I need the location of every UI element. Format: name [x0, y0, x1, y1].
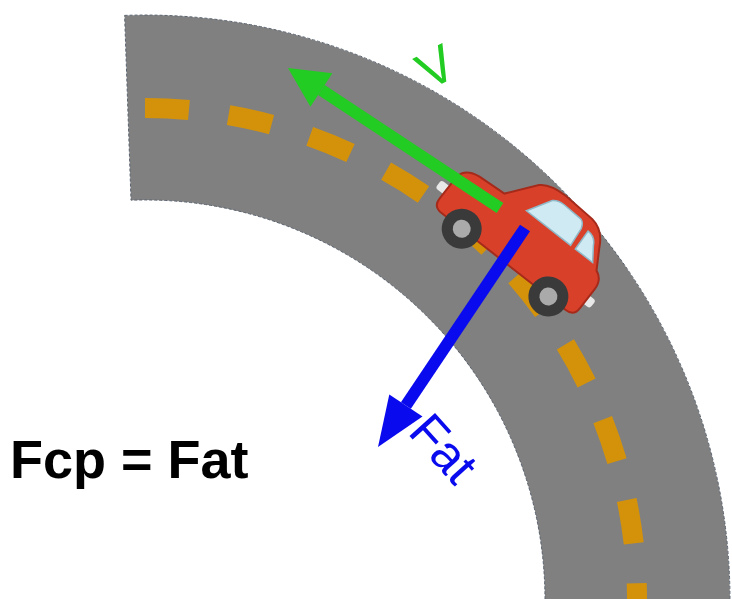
velocity-arrow	[321, 90, 500, 208]
formula-label: Fcp = Fat	[10, 432, 249, 486]
center-line	[145, 108, 637, 599]
velocity-arrowhead	[288, 68, 332, 107]
curved-road	[125, 15, 730, 599]
friction-arrow	[406, 228, 525, 406]
